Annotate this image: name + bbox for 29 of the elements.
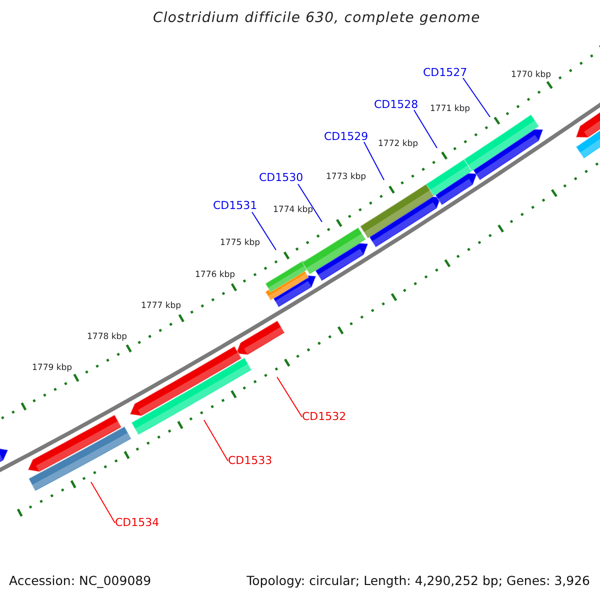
leader-line — [298, 184, 322, 222]
title: Clostridium difficile 630, complete genome — [153, 11, 480, 25]
tick-label: 1770 kbp — [511, 71, 552, 80]
gene-label: CD1533 — [228, 455, 272, 466]
genome-info-text: Topology: circular; Length: 4,290,252 bp; Genes: 3,926 — [246, 575, 590, 588]
tick-label: 1774 kbp — [273, 206, 314, 214]
leader-line — [364, 142, 384, 180]
tick-label: 1771 kbp — [430, 105, 470, 114]
leader-line — [276, 376, 302, 418]
gene-label: CD1530 — [259, 172, 304, 183]
gene-label: CD1527 — [423, 67, 468, 78]
accession-text: Accession: NC_009089 — [9, 575, 152, 588]
leader-line — [204, 420, 228, 462]
tick-label: 1773 kbp — [326, 173, 366, 182]
tick-label: 1779 kbp — [32, 364, 72, 372]
gene-label: CD1534 — [115, 517, 160, 528]
gene-label: CD1531 — [213, 200, 258, 211]
gene-label: CD1529 — [324, 131, 368, 142]
gene-label: CD1532 — [302, 411, 346, 422]
tick-label: 1772 kbp — [378, 140, 418, 148]
tick-label: 1777 kbp — [141, 302, 182, 310]
leader-line — [414, 110, 438, 148]
tick-label: 1778 kbp — [87, 333, 128, 342]
tick-label: 1775 kbp — [220, 239, 260, 248]
tick-label: 1776 kbp — [195, 271, 236, 280]
leader-line — [90, 482, 116, 524]
leader-line — [462, 78, 490, 118]
leader-line — [252, 212, 276, 250]
gene-label: CD1528 — [374, 99, 418, 110]
